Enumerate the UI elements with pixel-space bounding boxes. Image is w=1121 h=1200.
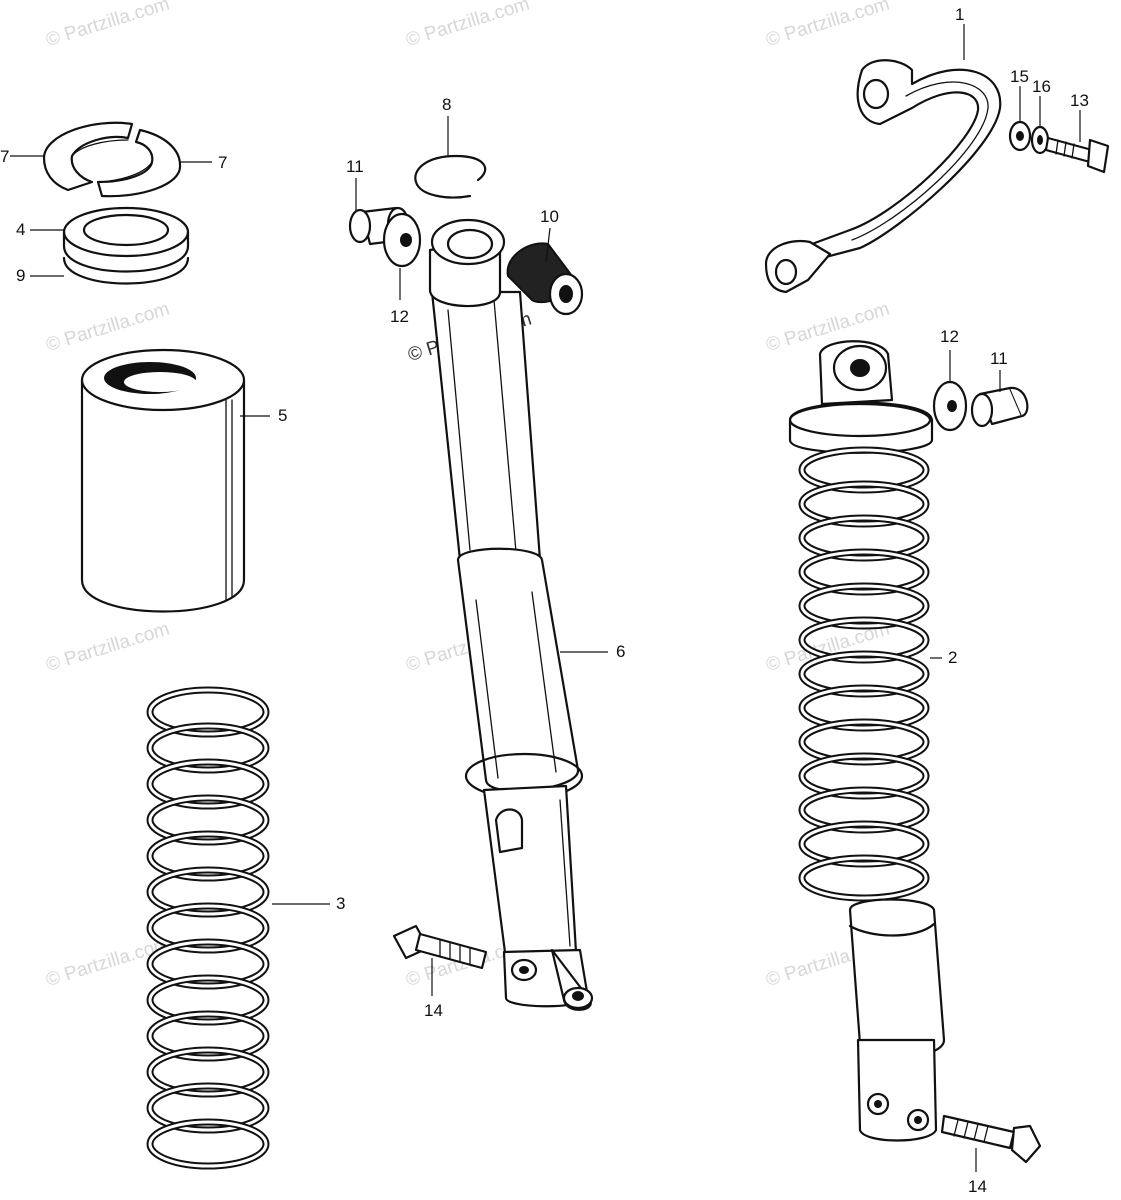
callout-2: 2: [948, 648, 958, 667]
callout-6: 6: [616, 642, 626, 661]
bracket-part-1: [764, 59, 1002, 294]
washer-part-12: [932, 380, 968, 432]
spring-coil-highlight: [800, 482, 928, 526]
bushing-part-10: [506, 242, 584, 316]
bolt-part-13: [1044, 136, 1110, 174]
callout-16: 16: [1032, 77, 1051, 96]
callout-7-right: 7: [218, 153, 228, 172]
spring-coil-highlight: [800, 516, 928, 560]
callout-14-middle: 14: [424, 1001, 443, 1020]
bolt-part-14: [392, 924, 488, 970]
bolt-part-14: [940, 1114, 1042, 1164]
spring-coil-highlight: [800, 584, 928, 628]
callout-4: 4: [16, 220, 26, 239]
callout-15: 15: [1010, 67, 1029, 86]
callout-9: 9: [16, 266, 26, 285]
leader-lines: [10, 24, 1081, 1172]
shock-body-part-6: [428, 218, 594, 1011]
spring-coil-highlight: [148, 796, 268, 844]
callout-11-middle: 11: [346, 157, 364, 176]
callout-14-right: 14: [968, 1177, 987, 1196]
spring-coil-highlight: [148, 688, 268, 736]
circlip-part-8: [414, 154, 487, 199]
spring-coil-highlight: [148, 940, 268, 988]
shock-absorber-part-2: [788, 340, 946, 1142]
spring-coil-highlight: [800, 856, 928, 900]
spring-coil-highlight: [800, 550, 928, 594]
spring-coil-highlight: [148, 1048, 268, 1096]
spring-coil-highlight: [148, 868, 268, 916]
callout-10: 10: [540, 207, 559, 226]
spring-coil-highlight: [148, 904, 268, 952]
spring-coil-highlight: [148, 1084, 268, 1132]
spring-coil-highlight: [148, 832, 268, 880]
spring-coil-highlight: [148, 1120, 268, 1168]
callout-7-left: 7: [0, 147, 10, 166]
spring-cover-part-5: [80, 348, 246, 613]
callout-12-right: 12: [940, 327, 959, 346]
washer-part-12: [382, 212, 422, 268]
spring-coil-highlight: [800, 822, 928, 866]
callout-12-middle: 12: [390, 307, 409, 326]
callout-13: 13: [1070, 91, 1089, 110]
spring-coil-highlight: [148, 760, 268, 808]
callout-11-right: 11: [990, 349, 1008, 368]
callout-8: 8: [442, 95, 452, 114]
spring-coil-highlight: [800, 720, 928, 764]
spring-coil-highlight: [800, 652, 928, 696]
coil-spring-part-3: [146, 686, 270, 1170]
spring-seat-part-4: [62, 206, 190, 258]
spring-coil-highlight: [800, 754, 928, 798]
spring-coil-highlight: [148, 976, 268, 1024]
callout-3: 3: [336, 894, 346, 913]
spring-coil-highlight: [148, 1012, 268, 1060]
callout-1: 1: [955, 5, 965, 24]
spring-coil-highlight: [148, 724, 268, 772]
ring-part-9: [62, 244, 190, 285]
spring-coil-highlight: [800, 448, 928, 492]
spring-coil-highlight: [800, 686, 928, 730]
spring-coil-highlight: [800, 618, 928, 662]
washer-part-15: [1008, 120, 1032, 152]
collar-halves-part-7: [42, 121, 182, 198]
spring-coil-highlight: [800, 788, 928, 832]
cap-nut-part-11: [970, 386, 1029, 428]
callout-5: 5: [278, 406, 288, 425]
